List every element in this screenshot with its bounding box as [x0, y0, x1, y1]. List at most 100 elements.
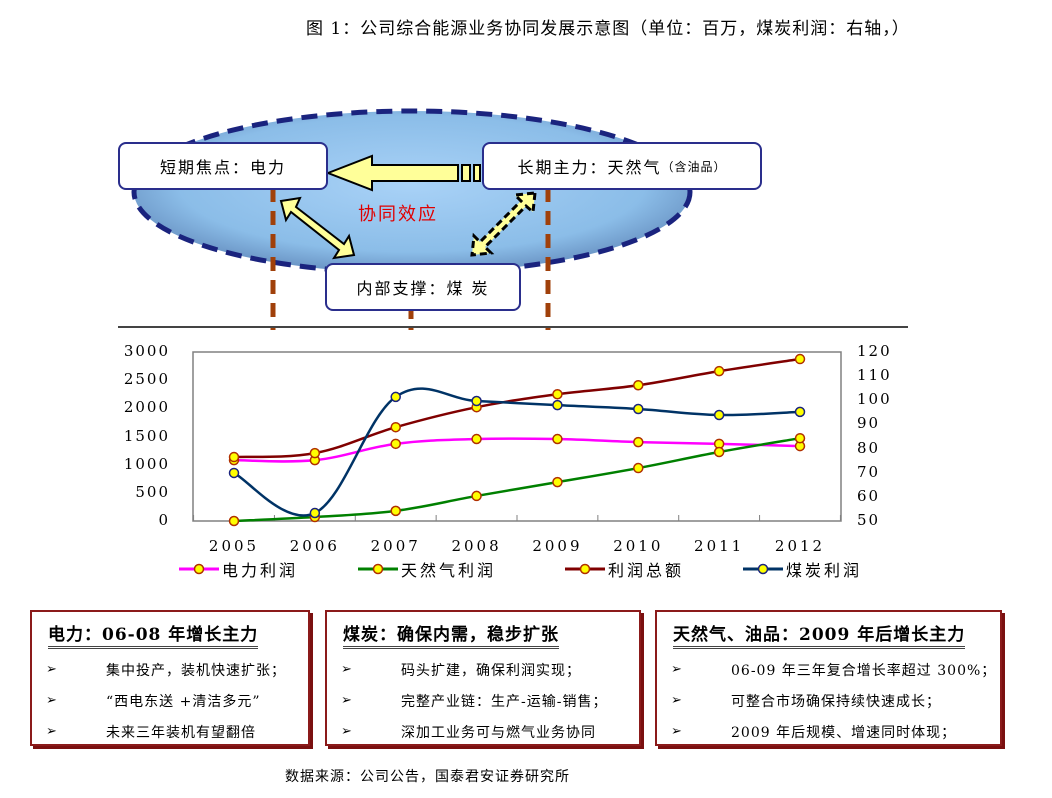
bullet-arrow-icon: ➢ [341, 662, 353, 677]
y-right-tick-label: 100 [857, 390, 892, 409]
data-point [390, 391, 401, 403]
long-term-label: 长期主力：天然气 [517, 158, 662, 177]
synergy-label: 协同效应 [358, 204, 438, 225]
data-point [633, 403, 644, 415]
data-point [713, 446, 725, 458]
series-line [233, 436, 801, 523]
data-point [228, 451, 240, 463]
bullet-arrow-icon: ➢ [671, 662, 683, 677]
y-right-tick-label: 80 [857, 438, 881, 457]
data-point [471, 433, 482, 445]
double-arrow-gas-coal-icon [470, 191, 537, 257]
data-point [794, 432, 806, 444]
x-tick-label: 2007 [370, 537, 421, 555]
divider [118, 326, 908, 328]
item-text: 码头扩建，确保利润实现； [401, 662, 581, 679]
data-point [309, 447, 321, 459]
list-item: ➢ 06-09 年三年复合增长率超过 300%； [671, 654, 996, 685]
card-power: 电力：06-08 年增长主力 ➢集中投产，装机快速扩张； ➢“西电东送 +清洁多… [30, 610, 310, 746]
y-left-tick-label: 3000 [123, 342, 170, 360]
card-gas-oil-list: ➢06-09 年三年复合增长率超过 300%； ➢可整合市场确保持续快速成长； … [671, 654, 996, 747]
internal-support-label: 内部支撑：煤 炭 [356, 279, 490, 298]
bullet-arrow-icon: ➢ [341, 724, 353, 739]
profit-chart [0, 330, 1052, 600]
x-tick-label: 2011 [694, 537, 745, 555]
data-point [552, 433, 563, 445]
legend-marker-icon [743, 563, 783, 575]
data-point [471, 490, 482, 502]
legend-item: 天然气利润 [357, 557, 496, 581]
item-text: 06-09 年三年复合增长率超过 300%； [731, 662, 997, 679]
card-gas-oil-title: 天然气、油品：2009 年后增长主力 [673, 624, 966, 649]
x-tick-label: 2012 [774, 537, 826, 555]
y-left-tick-label: 0 [158, 511, 170, 529]
x-tick-label: 2010 [613, 537, 664, 555]
item-text: 深加工业务可与燃气业务协同 [401, 724, 596, 741]
legend-label: 利润总额 [608, 561, 685, 580]
double-arrow-power-coal-icon [279, 196, 356, 260]
data-point [390, 421, 401, 433]
y-left-tick-label: 2500 [123, 370, 170, 389]
synergy-ellipse [131, 108, 693, 276]
y-right-tick-label: 90 [857, 414, 881, 433]
item-text: “西电东送 +清洁多元” [106, 693, 261, 710]
item-text: 2009 年后规模、增速同时体现； [731, 724, 957, 741]
data-point [390, 505, 401, 517]
legend-label: 电力利润 [222, 561, 299, 580]
legend-label: 煤炭利润 [786, 561, 863, 580]
item-text: 可整合市场确保持续快速成长； [731, 693, 941, 710]
y-right-tick-label: 60 [857, 486, 881, 505]
y-right-tick-label: 120 [857, 342, 892, 360]
legend-item: 电力利润 [178, 557, 298, 581]
bullet-arrow-icon: ➢ [671, 693, 683, 708]
legend-item: 煤炭利润 [742, 557, 862, 581]
x-tick-label: 2006 [289, 537, 340, 555]
long-term-note: （含油品） [661, 159, 727, 174]
list-item: ➢ 可整合市场确保持续快速成长； [671, 685, 996, 716]
long-term-main-box: 长期主力：天然气（含油品） [482, 142, 762, 190]
legend-label: 天然气利润 [401, 561, 497, 580]
data-point [713, 409, 725, 421]
plot-frame [192, 351, 842, 522]
y-right-tick-label: 110 [857, 366, 892, 385]
figure-title: 图 1：公司综合能源业务协同发展示意图（单位：百万，煤炭利润：右轴，） [306, 19, 910, 39]
bullet-arrow-icon: ➢ [46, 724, 58, 739]
bullet-arrow-icon: ➢ [46, 693, 58, 708]
y-right-tick-label: 50 [857, 511, 881, 529]
item-text: 集中投产，装机快速扩张； [106, 662, 286, 679]
data-point [228, 467, 240, 479]
data-point [552, 389, 563, 400]
x-tick-label: 2008 [451, 537, 502, 555]
y-right-tick-label: 70 [857, 462, 881, 481]
card-power-list: ➢集中投产，装机快速扩张； ➢ “西电东送 +清洁多元” ➢ 未来三年装机有望翻倍 [46, 654, 286, 747]
bullet-arrow-icon: ➢ [671, 724, 683, 739]
data-point [794, 353, 806, 365]
data-point [633, 379, 644, 391]
chart-plot-area [192, 351, 842, 527]
list-item: ➢ 未来三年装机有望翻倍 [46, 716, 286, 747]
x-tick-label: 2009 [532, 537, 583, 555]
list-item: ➢ “西电东送 +清洁多元” [46, 685, 286, 716]
data-point [552, 399, 563, 411]
data-point [552, 476, 563, 488]
list-item: ➢ 完整产业链：生产-运输-销售； [341, 685, 607, 716]
data-point [471, 395, 482, 407]
list-item: ➢ 2009 年后规模、增速同时体现； [671, 716, 996, 747]
bullet-arrow-icon: ➢ [341, 693, 353, 708]
y-left-tick-label: 500 [135, 482, 170, 501]
y-left-tick-label: 2000 [123, 398, 170, 417]
data-source: 数据来源：公司公告，国泰君安证券研究所 [285, 769, 570, 785]
item-text: 未来三年装机有望翻倍 [106, 724, 256, 741]
left-arrow-icon [325, 154, 459, 192]
legend-marker-icon [358, 563, 398, 575]
card-coal: 煤炭：确保内需，稳步扩张 ➢码头扩建，确保利润实现； ➢完整产业链：生产-运输-… [325, 610, 641, 746]
list-item: ➢集中投产，装机快速扩张； [46, 654, 286, 685]
list-item: ➢ 深加工业务可与燃气业务协同 [341, 716, 607, 747]
card-gas-oil: 天然气、油品：2009 年后增长主力 ➢ 06-09 年三年复合增长率超过 300… [655, 610, 1002, 746]
x-tick-label: 2005 [208, 537, 260, 555]
data-point [390, 438, 401, 450]
data-point [228, 515, 240, 527]
item-text: 完整产业链：生产-运输-销售； [401, 693, 608, 710]
legend-item: 利润总额 [564, 557, 684, 581]
data-point [309, 507, 321, 519]
